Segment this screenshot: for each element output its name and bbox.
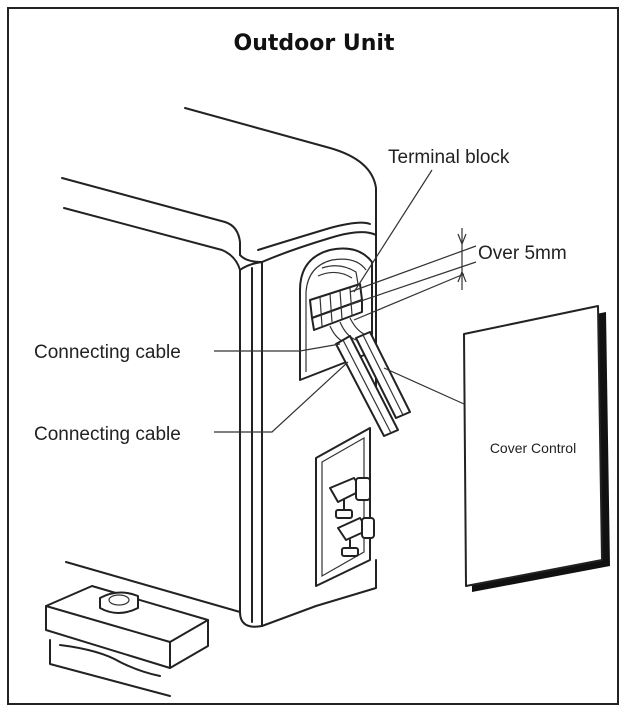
dimension-marks (349, 228, 477, 321)
service-valve-panel (315, 427, 375, 587)
leader-lines (214, 169, 465, 433)
cover-control-label: Cover Control (490, 440, 576, 456)
connecting-cables (335, 331, 411, 437)
over-5mm-label: Over 5mm (478, 243, 567, 264)
terminal-block-label: Terminal block (388, 147, 510, 168)
connecting-cable-label-lower: Connecting cable (34, 424, 181, 445)
outdoor-unit (61, 107, 377, 628)
mounting-base (45, 585, 209, 697)
connecting-cable-label-upper: Connecting cable (34, 342, 181, 363)
cover-control-panel (463, 305, 610, 592)
terminal-block (309, 265, 365, 345)
diagram-title: Outdoor Unit (234, 31, 395, 56)
